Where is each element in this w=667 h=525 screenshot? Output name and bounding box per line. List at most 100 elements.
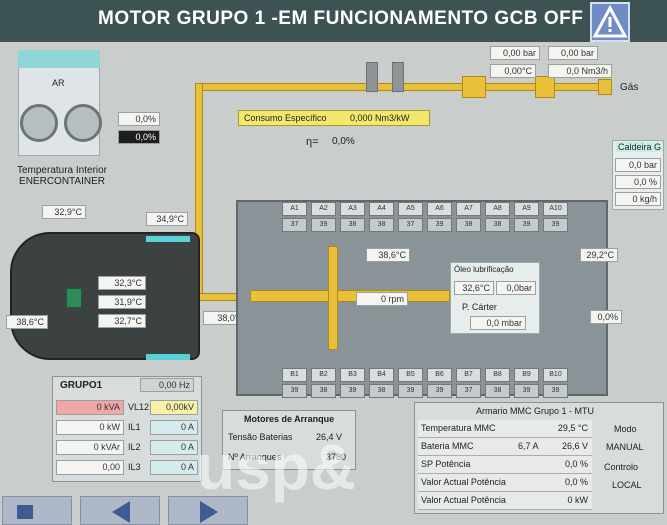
- gas-valve-2[interactable]: [392, 62, 404, 92]
- armario-row-value-2: 29,5 °C: [557, 423, 588, 433]
- airflow-arrow-bottom: [146, 354, 190, 360]
- warning-button[interactable]: [590, 2, 630, 42]
- cylinder-bottom-label: B1: [282, 368, 307, 382]
- engine-right-temp: 29,2°C: [580, 248, 618, 262]
- grupo-kw: 0 kW: [56, 420, 124, 435]
- grupo-il3-label: IL3: [128, 462, 141, 472]
- cylinder-bottom-temp: 38: [311, 384, 336, 398]
- armario-row-label: Valor Actual Potência: [421, 495, 506, 505]
- cylinder-top-temp: 38: [369, 218, 394, 232]
- previous-button[interactable]: [80, 496, 160, 525]
- grupo-il1-label: IL1: [128, 422, 141, 432]
- cylinder-top-label: A8: [485, 202, 510, 216]
- winding-temp-1: 32,3°C: [98, 276, 146, 290]
- cylinder-top-label: A2: [311, 202, 336, 216]
- motores-row1-label: Tensão Baterias: [228, 432, 293, 442]
- caldeira-value-2: 0,0 %: [615, 175, 661, 189]
- cylinder-top-label: A5: [398, 202, 423, 216]
- cylinder-top-label: A7: [456, 202, 481, 216]
- grupo-kva: 0 kVA: [56, 400, 124, 415]
- home-icon: [17, 505, 33, 519]
- cylinder-bottom-label: B3: [340, 368, 365, 382]
- generator-temp-top: 34,9°C: [146, 212, 188, 226]
- armario-row-value-2: 26,6 V: [561, 441, 588, 451]
- gas-label: Gás: [620, 82, 639, 93]
- ar-coil: [18, 50, 100, 68]
- cylinder-bottom-temp: 38: [485, 384, 510, 398]
- gas-filter[interactable]: [535, 76, 555, 98]
- oil-temp: 32,6°C: [454, 281, 494, 295]
- armario-row-label: Valor Actual Potência: [421, 477, 506, 487]
- oil-pressure: 0,0bar: [496, 281, 536, 295]
- gas-valve-1[interactable]: [366, 62, 378, 92]
- cylinder-top-temp: 39: [311, 218, 336, 232]
- armario-mode-value: MANUAL: [606, 442, 644, 452]
- armario-row-label: SP Potência: [421, 459, 471, 469]
- generator[interactable]: [10, 232, 200, 360]
- cylinder-bottom-label: B6: [427, 368, 452, 382]
- engine-right-pct: 0,0%: [590, 310, 622, 324]
- cylinder-top-temp: 39: [427, 218, 452, 232]
- gas-pressure-1: 0,00 bar: [490, 46, 540, 60]
- gas-pressure-2: 0,00 bar: [548, 46, 598, 60]
- cylinder-top-temp: 39: [543, 218, 568, 232]
- crankcase-label: P. Cárter: [462, 302, 497, 312]
- cylinder-bottom-label: B2: [311, 368, 336, 382]
- cylinder-top-temp: 37: [282, 218, 307, 232]
- cylinder-bottom-temp: 39: [398, 384, 423, 398]
- cylinder-top-label: A1: [282, 202, 307, 216]
- motores-row2-value: 3780: [326, 452, 347, 462]
- efficiency-label: η=: [306, 136, 319, 148]
- warning-icon: [592, 4, 628, 38]
- enercontainer-temp: 32,9°C: [42, 205, 86, 219]
- cylinder-bottom-label: B7: [456, 368, 481, 382]
- ar-value-2: 0,0%: [118, 130, 160, 144]
- ar-value-1: 0,0%: [118, 112, 160, 126]
- caldeira-value-3: 0 kg/h: [615, 192, 661, 206]
- cylinder-top-temp: 38: [456, 218, 481, 232]
- grupo-il1: 0 A: [150, 420, 198, 435]
- home-button[interactable]: [2, 496, 72, 525]
- crankcase-value: 0,0 mbar: [470, 316, 526, 330]
- motores-panel: [222, 410, 356, 470]
- oil-label: Óleo lubrificação: [454, 265, 514, 274]
- cylinder-bottom-temp: 39: [340, 384, 365, 398]
- connecting-rod: [328, 246, 338, 350]
- consumo-panel: [238, 110, 430, 126]
- gas-temperature: 0,00°C: [490, 64, 536, 78]
- armario-row-label: Bateria MMC: [421, 441, 474, 451]
- cylinder-top-label: A4: [369, 202, 394, 216]
- grupo-vl12-label: VL12: [128, 402, 150, 412]
- armario-row: Valor Actual Potência 0,0 %: [418, 474, 592, 492]
- cylinder-bottom-label: B8: [485, 368, 510, 382]
- cylinder-bottom-temp: 39: [282, 384, 307, 398]
- armario-control-label: Controlo: [604, 462, 639, 472]
- armario-mode-label: Modo: [614, 424, 637, 434]
- armario-row-value-2: 0,0 %: [564, 477, 588, 487]
- title-bar: [0, 0, 667, 42]
- cylinder-top-temp: 38: [340, 218, 365, 232]
- grupo-title: GRUPO1: [60, 380, 103, 391]
- crankshaft: [250, 290, 450, 302]
- grupo-vl12: 0,00kV: [150, 400, 198, 415]
- fan-icon: [20, 104, 58, 142]
- efficiency-value: 0,0%: [332, 136, 355, 147]
- next-button[interactable]: [168, 496, 248, 525]
- cylinder-top-label: A10: [543, 202, 568, 216]
- caldeira-value-1: 0,0 bar: [615, 158, 661, 172]
- armario-row-value-2: 0,0 %: [564, 459, 588, 469]
- cylinder-top-label: A9: [514, 202, 539, 216]
- caldeira-label: Caldeira G: [616, 142, 664, 152]
- cylinder-bottom-label: B4: [369, 368, 394, 382]
- grupo-il2-label: IL2: [128, 442, 141, 452]
- page-title: MOTOR GRUPO 1 -EM FUNCIONAMENTO GCB OFF: [98, 8, 584, 29]
- cylinder-bottom-temp: 38: [369, 384, 394, 398]
- cylinder-top-label: A6: [427, 202, 452, 216]
- generator-terminal: [66, 288, 82, 308]
- armario-control-value: LOCAL: [612, 480, 642, 490]
- gas-regulator[interactable]: [462, 76, 486, 98]
- grupo-kvar: 0 kVAr: [56, 440, 124, 455]
